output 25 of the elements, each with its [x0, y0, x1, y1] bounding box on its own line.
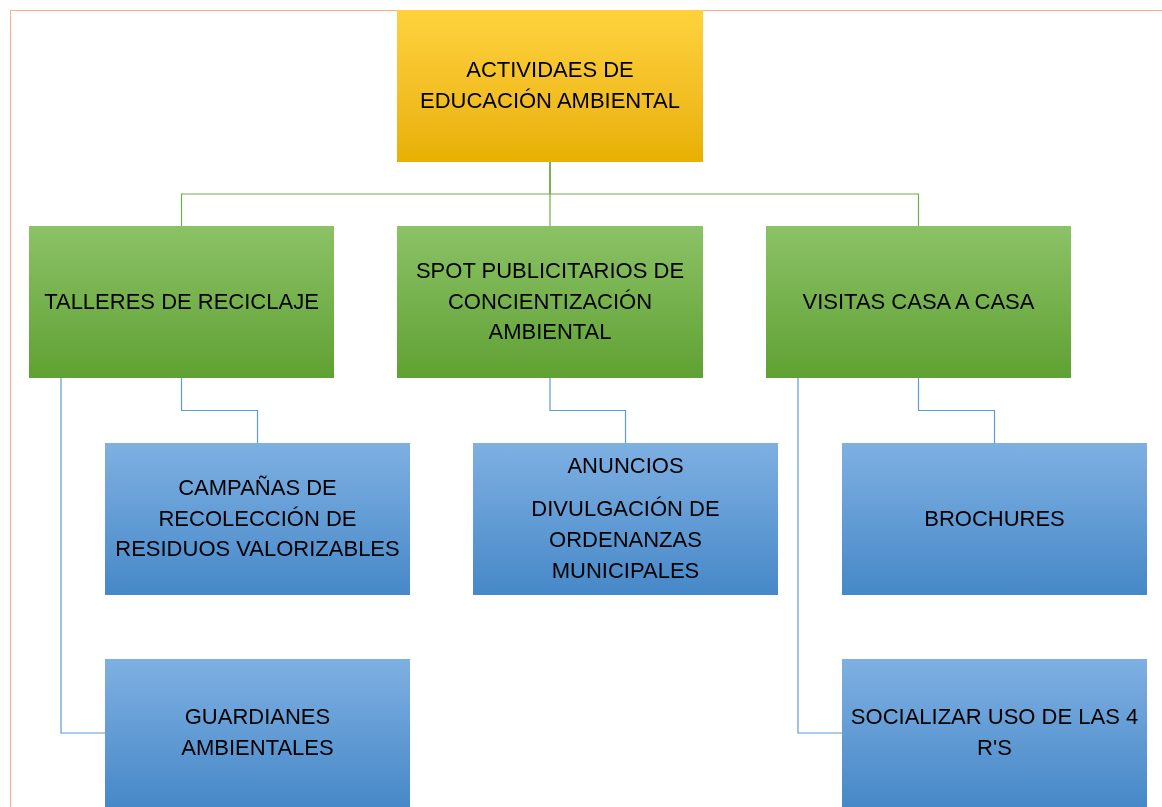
connector-line [797, 377, 843, 734]
box-label: CAMPAÑAS DE RECOLECCIÓN DE RESIDUOS VALORIZABLES [114, 473, 401, 564]
root-box [397, 10, 703, 162]
connector-line [60, 377, 106, 734]
box-label: TALLERES DE RECICLAJE [44, 287, 319, 316]
box-label: SOCIALIZAR USO DE LAS 4 R'S [850, 703, 1139, 762]
activity-box [473, 443, 778, 595]
category-box [766, 226, 1071, 378]
connector-line [180, 377, 259, 444]
box-label: SPOT PUBLICITARIOS DE CONCIENTIZACIÓN AMBIENTAL [414, 256, 686, 347]
box-label: GUARDIANES AMBIENTALES [180, 703, 335, 762]
category-box [397, 226, 703, 378]
connector-line [549, 161, 920, 227]
box-label: BROCHURES [924, 504, 1065, 533]
category-box [29, 226, 334, 378]
connector-line [549, 377, 627, 444]
activity-box [105, 443, 410, 595]
box-label: VISITAS CASA A CASA [802, 287, 1035, 316]
connector-line [917, 377, 996, 444]
box-label: DIVULGACIÓN DE ORDENANZAS MUNICIPALES [530, 495, 721, 585]
activity-box [105, 659, 410, 807]
activity-box [842, 659, 1147, 807]
box-label: ACTIVIDAES DE EDUCACIÓN AMBIENTAL [419, 56, 681, 115]
activity-box [842, 443, 1147, 595]
box-label: ANUNCIOS [567, 452, 684, 481]
